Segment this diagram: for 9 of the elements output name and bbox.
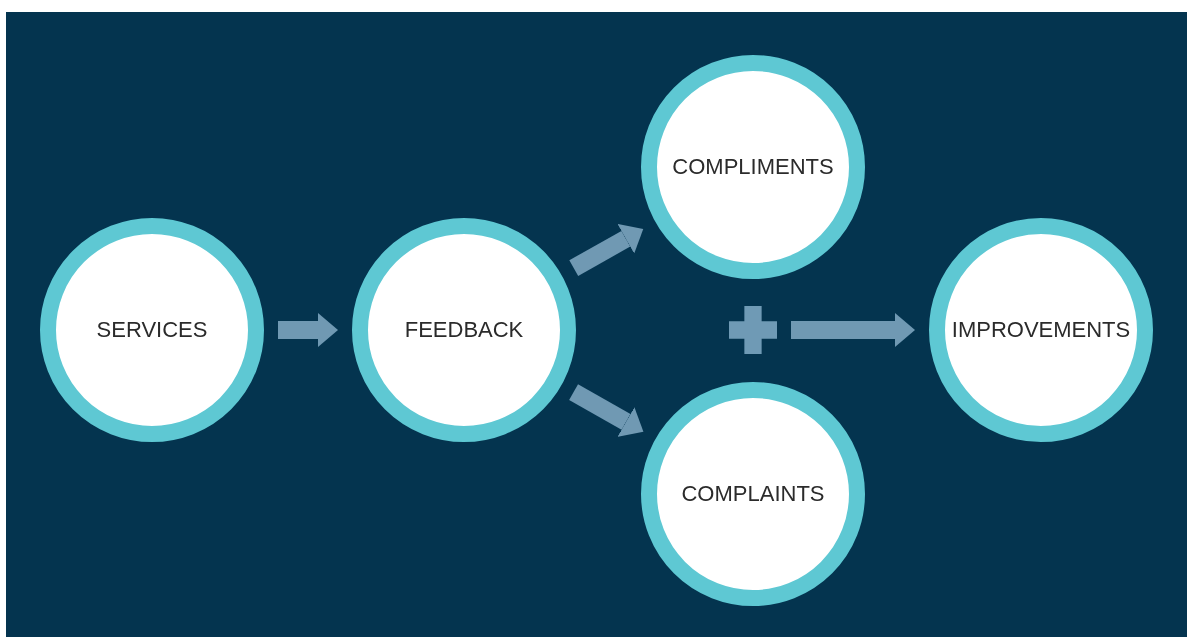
- arrow: [278, 313, 338, 347]
- node-label: FEEDBACK: [404, 317, 524, 343]
- node-label: COMPLAINTS: [681, 481, 825, 507]
- arrow: [791, 313, 915, 347]
- arrow: [569, 384, 644, 437]
- node-label: COMPLIMENTS: [672, 154, 834, 180]
- node-label: IMPROVEMENTS: [951, 317, 1131, 343]
- arrow: [569, 223, 644, 276]
- node-label: SERVICES: [96, 317, 208, 343]
